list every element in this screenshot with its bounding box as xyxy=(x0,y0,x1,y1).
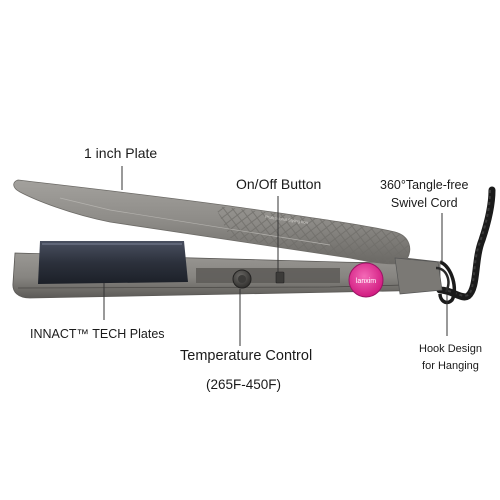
leader-lines xyxy=(103,166,448,346)
label-innact-plates: INNACT™ TECH Plates xyxy=(30,327,165,341)
control-panel xyxy=(196,268,340,289)
label-hook-line2: for Hanging xyxy=(422,360,479,372)
label-hook-line1: Hook Design xyxy=(419,343,482,355)
heating-plate xyxy=(38,241,188,284)
label-hook-design: Hook Design for Hanging xyxy=(419,341,482,375)
label-swivel-cord: 360°Tangle-free Swivel Cord xyxy=(380,176,468,212)
label-swivel-line2: Swivel Cord xyxy=(390,196,458,210)
on-off-button xyxy=(275,271,285,284)
label-on-off-button: On/Off Button xyxy=(236,176,322,192)
top-arm: Professional Styling Iron xyxy=(13,179,411,265)
top-arm-text: Professional Styling Iron xyxy=(265,214,308,225)
label-temperature-control: Temperature Control xyxy=(180,348,313,364)
label-inch-plate: 1 inch Plate xyxy=(84,145,158,161)
label-swivel-line1: 360°Tangle-free xyxy=(380,178,469,192)
hook xyxy=(394,257,450,295)
brand-logo: lanxim xyxy=(356,278,376,285)
brand-badge: lanxim xyxy=(348,262,384,298)
label-temperature-range: (265F-450F) xyxy=(206,377,282,392)
swivel-cord xyxy=(436,186,496,305)
